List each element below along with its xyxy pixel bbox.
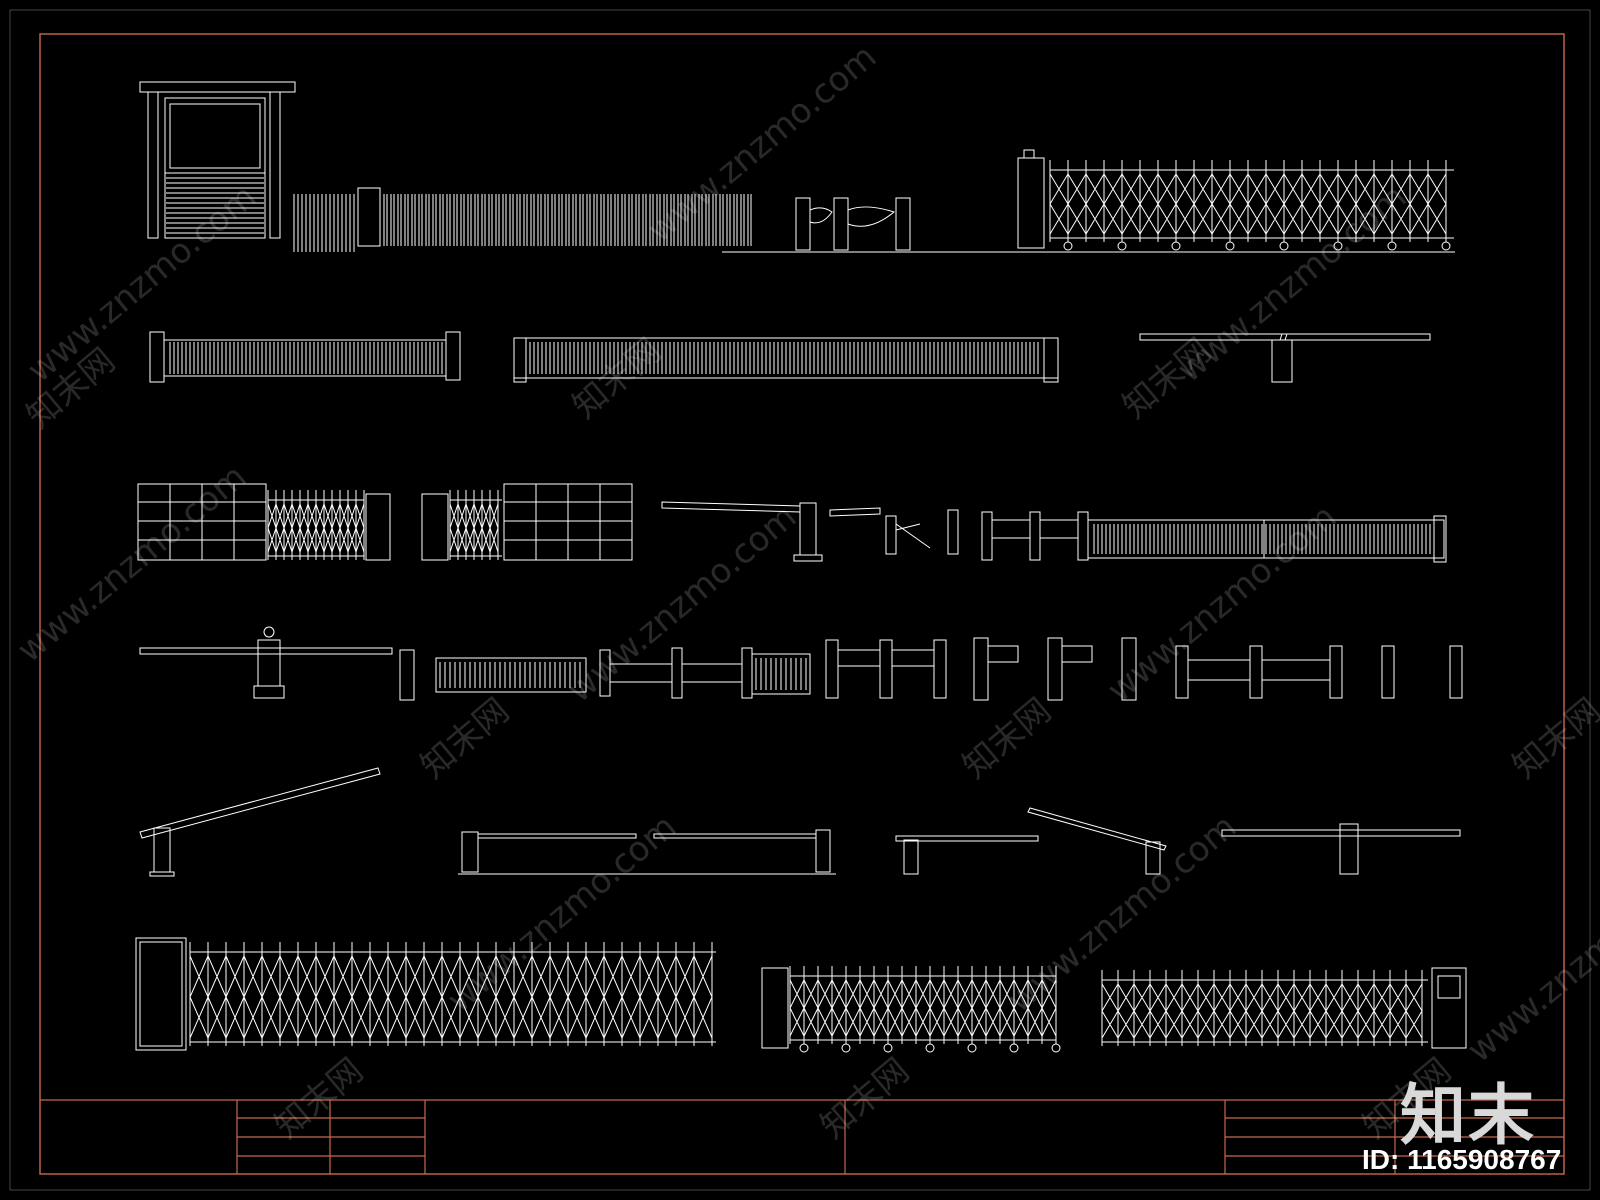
folding-door-with-grid-panel-a [137, 483, 391, 561]
gate-wheel [1117, 241, 1127, 251]
gate-bars [1093, 524, 1431, 554]
folding-door-with-grid-panel-b [421, 483, 633, 561]
sliding-gate-elevation-b [513, 337, 1059, 383]
swing-turnstile-elevation [795, 197, 911, 251]
gate-wheel [967, 1043, 977, 1053]
title-block [40, 1099, 1564, 1174]
fence-slats [293, 194, 752, 252]
gate-bars [755, 658, 807, 690]
sliding-gate-elevation-a [149, 331, 461, 383]
scissor-lattice [789, 966, 1057, 1044]
gate-wheel [883, 1043, 893, 1053]
fence-barrier-arm-elevation [139, 626, 393, 699]
asset-id-label: ID: 1165908767 [1362, 1144, 1562, 1175]
sliding-gate-with-swing-turnstiles-row4 [399, 647, 811, 701]
boom-barrier-symmetric-row5 [1221, 823, 1461, 875]
retractable-gate-elevation-right [1101, 967, 1467, 1049]
gate-post [357, 187, 381, 247]
gate-wheel [799, 1043, 809, 1053]
retractable-gate-elevation-top [1017, 149, 1454, 251]
slatted-fence-elevation [293, 187, 752, 252]
gate-bars [529, 342, 1039, 374]
gate-wheel [841, 1043, 851, 1053]
gate-wheel [1333, 241, 1343, 251]
gate-wheel [1387, 241, 1397, 251]
gate-wheel [1279, 241, 1289, 251]
swing-turnstile-set-row4-c [1175, 645, 1343, 699]
sliding-gate-elevation-c [1087, 515, 1447, 563]
barrier-arm-elevation-top [1139, 333, 1431, 383]
gate-wheel [1225, 241, 1235, 251]
outer-sheet-border [9, 9, 1591, 1191]
gate-wheel [1051, 1043, 1061, 1053]
gate-wheel [1441, 241, 1451, 251]
scissor-lattice [1049, 160, 1454, 242]
gate-bars [169, 342, 443, 374]
brand-logo: 知末 [1400, 1077, 1536, 1154]
gate-wheel [1063, 241, 1073, 251]
retractable-gate-elevation-middle [761, 966, 1061, 1053]
folding-panels [449, 490, 502, 560]
guard-booth-elevation [139, 81, 296, 239]
swing-turnstile-set-row4-b [973, 637, 1137, 701]
gate-wheel [1009, 1043, 1019, 1053]
boom-barrier-raised-elevation [661, 501, 881, 562]
turnstile-post-pair [1381, 645, 1463, 699]
scissor-lattice [189, 942, 716, 1046]
tripod-turnstile-elevation [885, 509, 959, 555]
boom-barrier-closed-elevation [458, 829, 836, 875]
scissor-lattice [1101, 970, 1428, 1046]
boom-barrier-pair-row5 [895, 807, 1167, 875]
boom-barrier-raised-diagonal [139, 767, 381, 877]
gate-wheel [925, 1043, 935, 1053]
gate-bars [439, 662, 581, 688]
retractable-gate-elevation-left [135, 937, 716, 1051]
folding-panels [267, 490, 365, 560]
drawing-frame [39, 33, 1565, 1175]
gate-wheel [1171, 241, 1181, 251]
swing-turnstile-pair-row3 [981, 511, 1089, 561]
swing-turnstile-set-row4-a [825, 639, 947, 699]
